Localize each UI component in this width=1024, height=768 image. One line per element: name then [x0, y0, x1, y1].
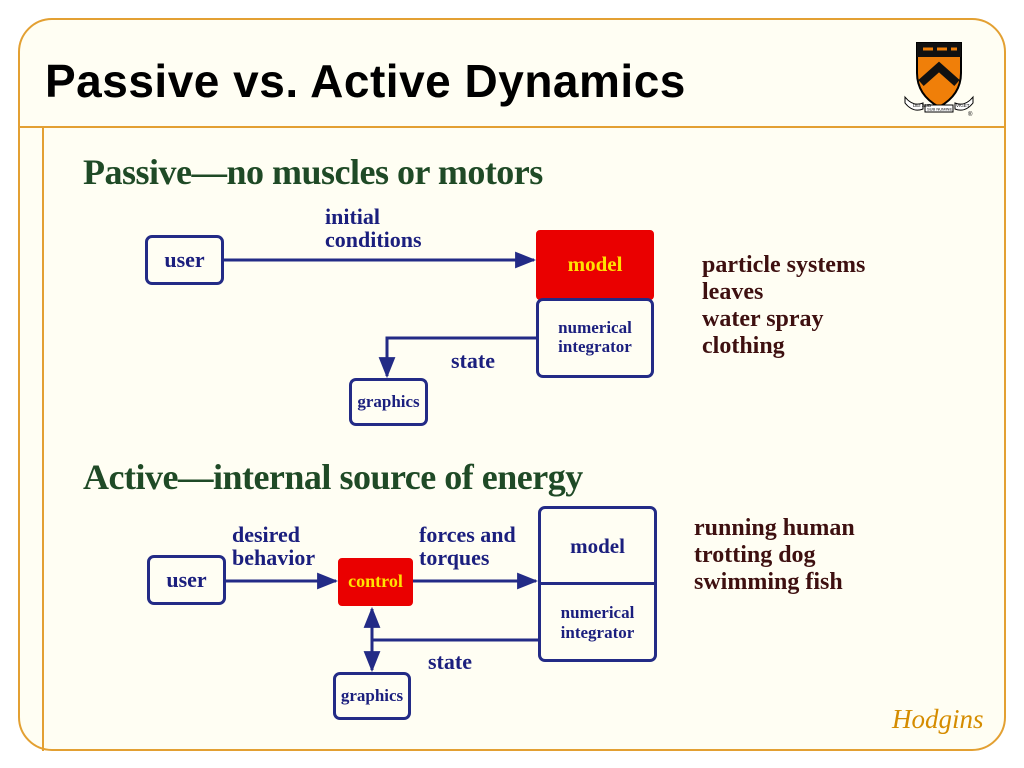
- active-graphics-label: graphics: [340, 685, 404, 705]
- active-example-item: running human: [694, 515, 855, 541]
- passive-initial-conditions-label: initial conditions: [325, 204, 422, 253]
- active-control-box: control: [338, 558, 413, 606]
- author-credit: Hodgins: [892, 704, 984, 734]
- active-model-integrator-box: model numerical integrator: [538, 506, 657, 662]
- passive-graphics-box: graphics: [349, 378, 428, 426]
- passive-integrator-line1: numerical: [558, 318, 632, 338]
- svg-text:®: ®: [968, 111, 973, 117]
- passive-example-item: particle systems: [702, 252, 866, 278]
- princeton-shield-icon: DEI SUB SUB NUMINE VIGET ®: [904, 42, 974, 117]
- active-box-divider: [541, 582, 654, 585]
- active-graphics-box: graphics: [333, 672, 411, 720]
- passive-integrator-box: numerical integrator: [536, 298, 654, 378]
- active-user-box: user: [147, 555, 226, 605]
- slide-frame: [18, 18, 1006, 751]
- active-heading: Active––internal source of energy: [83, 457, 583, 497]
- passive-examples-list: particle systems leaves water spray clot…: [702, 252, 865, 360]
- passive-example-item: water spray: [702, 306, 824, 332]
- passive-user-label: user: [164, 246, 205, 272]
- passive-graphics-label: graphics: [357, 391, 420, 411]
- active-example-item: trotting dog: [694, 542, 816, 568]
- passive-example-item: leaves: [702, 279, 764, 305]
- active-control-label: control: [348, 571, 403, 592]
- title-divider: [18, 126, 1006, 128]
- passive-state-label: state: [451, 348, 495, 373]
- active-model-label: model: [570, 534, 625, 558]
- passive-example-item: clothing: [702, 333, 785, 359]
- passive-model-box: model: [536, 230, 654, 300]
- svg-text:VIGET: VIGET: [956, 103, 970, 108]
- side-divider: [42, 126, 44, 751]
- passive-heading: Passive––no muscles or motors: [83, 152, 543, 192]
- active-state-label: state: [428, 649, 472, 674]
- active-examples-list: running human trotting dog swimming fish: [694, 515, 855, 596]
- svg-text:SUB NUMINE: SUB NUMINE: [927, 107, 952, 112]
- slide-title: Passive vs. Active Dynamics: [45, 55, 686, 107]
- svg-text:DEI SUB: DEI SUB: [913, 103, 931, 108]
- passive-model-label: model: [567, 252, 623, 277]
- active-desired-behavior-label: desired behavior: [232, 522, 316, 571]
- passive-integrator-line2: integrator: [558, 337, 632, 356]
- active-integrator-label: numerical integrator: [560, 603, 635, 642]
- active-example-item: swimming fish: [694, 569, 843, 595]
- passive-user-box: user: [145, 235, 224, 285]
- active-forces-torques-label: forces and torques: [419, 522, 516, 571]
- active-user-label: user: [166, 566, 207, 592]
